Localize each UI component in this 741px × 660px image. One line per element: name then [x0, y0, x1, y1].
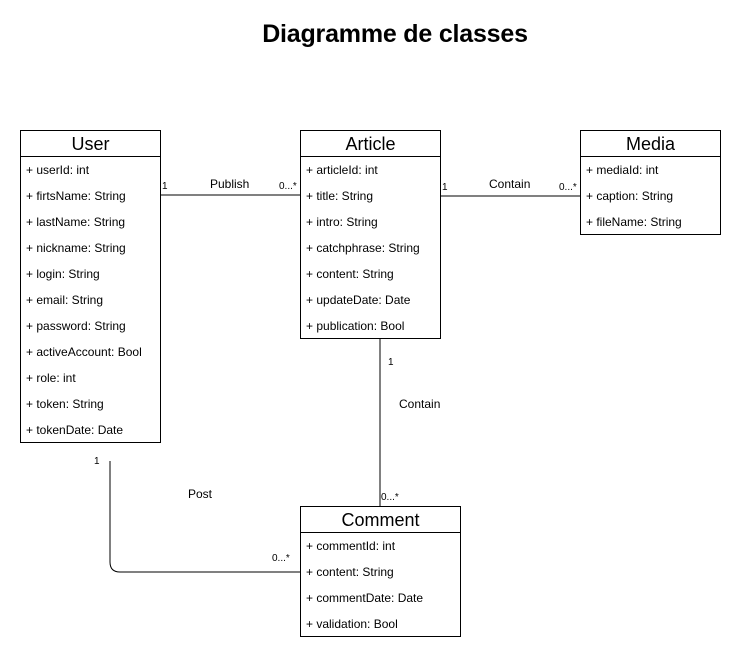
attribute: + content: String [306, 565, 394, 579]
attribute: + password: String [26, 319, 126, 333]
attribute: + commentDate: Date [306, 591, 424, 605]
class-comment-attributes: + commentId: int + content: String + com… [301, 533, 460, 637]
class-comment-name: Comment [301, 507, 460, 533]
class-article-attributes: + articleId: int + title: String + intro… [301, 157, 440, 339]
attribute: + publication: Bool [306, 319, 405, 333]
class-user[interactable]: User + userId: int + firtsName: String +… [20, 130, 161, 443]
attribute: + email: String [26, 293, 104, 307]
attribute: + login: String [26, 267, 100, 281]
attribute: + articleId: int [306, 163, 378, 177]
attribute: + catchphrase: String [306, 241, 420, 255]
attribute: + userId: int [26, 163, 90, 177]
post-label: Post [188, 487, 213, 501]
attribute: + token: String [26, 397, 104, 411]
contain-comment-source-multiplicity: 1 [388, 357, 394, 368]
attribute: + content: String [306, 267, 394, 281]
publish-label: Publish [210, 177, 250, 191]
contain-media-label: Contain [489, 177, 531, 191]
class-comment[interactable]: Comment + commentId: int + content: Stri… [300, 506, 461, 637]
attribute: + lastName: String [26, 215, 126, 229]
diagram-title: Diagramme de classes [262, 20, 528, 48]
attribute: + firtsName: String [26, 189, 126, 203]
post-source-multiplicity: 1 [94, 456, 100, 467]
publish-source-multiplicity: 1 [162, 181, 168, 192]
attribute: + role: int [26, 371, 76, 385]
class-media-name: Media [581, 131, 720, 157]
class-article-name: Article [301, 131, 440, 157]
post-line [109, 461, 301, 573]
attribute: + validation: Bool [306, 617, 398, 631]
class-user-name: User [21, 131, 160, 157]
publish-target-multiplicity: 0...* [279, 181, 297, 192]
attribute: + intro: String [306, 215, 378, 229]
attribute: + tokenDate: Date [26, 423, 124, 437]
attribute: + caption: String [586, 189, 674, 203]
attribute: + commentId: int [306, 539, 396, 553]
class-media[interactable]: Media + mediaId: int + caption: String +… [580, 130, 721, 235]
post-target-multiplicity: 0...* [272, 553, 290, 564]
attribute: + nickname: String [26, 241, 126, 255]
contain-comment-label: Contain [399, 397, 441, 411]
attribute: + fileName: String [586, 215, 682, 229]
attribute: + mediaId: int [586, 163, 659, 177]
contain-media-target-multiplicity: 0...* [559, 182, 577, 193]
class-media-attributes: + mediaId: int + caption: String + fileN… [581, 157, 720, 235]
class-article[interactable]: Article + articleId: int + title: String… [300, 130, 441, 339]
contain-comment-target-multiplicity: 0...* [381, 492, 399, 503]
attribute: + updateDate: Date [306, 293, 411, 307]
contain-media-source-multiplicity: 1 [442, 182, 448, 193]
attribute: + title: String [306, 189, 374, 203]
attribute: + activeAccount: Bool [26, 345, 142, 359]
class-user-attributes: + userId: int + firtsName: String + last… [21, 157, 160, 443]
